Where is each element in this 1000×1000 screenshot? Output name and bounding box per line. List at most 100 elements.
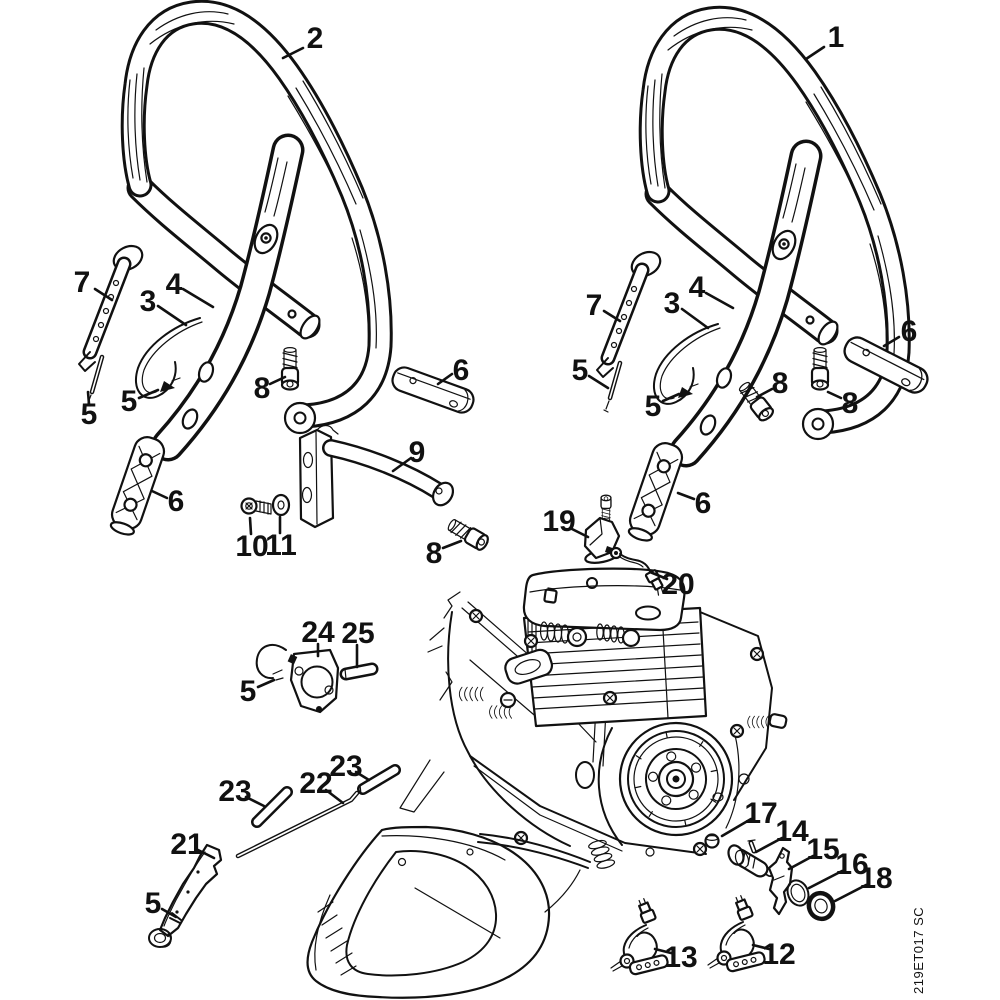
washer-11 (271, 493, 291, 517)
collar-18 (806, 890, 836, 922)
callout-leader-5-5 (137, 388, 160, 400)
callout-leader-5-32 (160, 907, 178, 919)
bushing-17 (704, 833, 720, 849)
callout-label-23-28: 23 (218, 775, 251, 808)
callout-leader-3-2 (156, 304, 188, 327)
callout-label-5-4: 5 (81, 398, 98, 431)
callout-leader-23-30 (354, 770, 371, 782)
engine-assembly (399, 567, 788, 857)
callout-label-2-0: 2 (307, 22, 324, 55)
callout-leader-8-20 (826, 390, 843, 400)
doc-code: 219ET017 SC (911, 907, 926, 994)
callout-label-18-37: 18 (859, 862, 892, 895)
callout-label-12-39: 12 (762, 938, 795, 971)
callout-leader-23-28 (244, 795, 266, 808)
handle-bracket-group (240, 424, 492, 553)
callout-leader-19-23 (568, 526, 590, 539)
callout-label-23-30: 23 (329, 750, 362, 783)
callout-leader-6-22 (676, 491, 696, 501)
callout-label-15-35: 15 (806, 833, 839, 866)
callout-leader-22-29 (324, 788, 345, 805)
callout-label-8-12: 8 (426, 537, 443, 570)
callout-leader-21-31 (196, 848, 216, 860)
callout-leader-8-6 (268, 375, 287, 386)
contact-parts-group (609, 833, 836, 977)
callout-leader-8-12 (441, 539, 463, 550)
callout-label-5-17: 5 (572, 354, 589, 387)
callout-label-16-36: 16 (835, 848, 868, 881)
callout-leader-5-27 (256, 678, 276, 689)
callout-leader-12-39 (751, 943, 771, 951)
callout-label-5-27: 5 (240, 675, 257, 708)
callout-leader-5-17 (587, 374, 610, 390)
tank-handle-housing (306, 825, 616, 999)
callout-leader-18-37 (833, 883, 868, 903)
callout-leader-5-4 (86, 390, 91, 406)
callout-label-11-11: 11 (265, 529, 297, 562)
callout-label-19-23: 19 (542, 505, 575, 538)
callout-leader-14-34 (754, 836, 784, 854)
callout-leader-6-9 (150, 489, 169, 500)
callout-label-9-8: 9 (409, 436, 426, 469)
callout-label-6-22: 6 (695, 487, 712, 520)
callout-label-5-18: 5 (645, 390, 662, 423)
callout-label-25-26: 25 (341, 617, 374, 650)
callout-leader-10-10 (248, 516, 253, 536)
gasket-group (255, 644, 379, 714)
callout-label-17-33: 17 (744, 797, 777, 830)
callout-label-8-19: 8 (772, 367, 789, 400)
callout-leader-1-13 (804, 45, 826, 61)
spark-plug-icon (543, 587, 558, 604)
callout-leader-7-1 (93, 287, 114, 302)
handlebar-assembly-1 (597, 18, 933, 544)
callout-label-7-14: 7 (586, 289, 603, 322)
callout-label-7-1: 7 (74, 266, 91, 299)
callout-leader-8-19 (755, 387, 774, 399)
callout-label-3-15: 3 (664, 287, 681, 320)
trigger-lever-21 (158, 843, 223, 938)
intake-boot (539, 621, 641, 648)
callout-leader-6-7 (436, 372, 454, 386)
clip-5-wire (255, 644, 287, 680)
callout-label-6-9: 6 (168, 485, 185, 518)
callout-leader-5-18 (661, 392, 681, 403)
callout-leader-2-0 (281, 46, 305, 60)
callout-leader-6-21 (882, 335, 901, 348)
throttle-rod-group (148, 764, 401, 948)
callout-leader-16-36 (807, 869, 844, 890)
callout-label-10-10: 10 (235, 530, 268, 563)
callout-leader-15-35 (787, 854, 815, 871)
callout-label-24-25: 24 (301, 616, 335, 649)
callout-label-1-13: 1 (828, 21, 845, 54)
callout-label-20-24: 20 (661, 568, 694, 601)
callout-label-8-6: 8 (254, 372, 271, 405)
callout-label-22-29: 22 (299, 767, 332, 800)
callout-label-13-38: 13 (664, 941, 697, 974)
screw-10 (240, 497, 272, 515)
switch-and-wire-group (583, 494, 664, 596)
callout-label-4-16: 4 (689, 271, 706, 304)
contact-spring-15 (767, 846, 794, 916)
flywheel (618, 721, 734, 837)
callout-label-5-32: 5 (145, 887, 162, 920)
callout-leader-3-15 (680, 307, 710, 330)
callout-label-6-21: 6 (901, 315, 918, 348)
wire-harness-13 (609, 896, 670, 977)
callout-leader-9-8 (391, 456, 413, 473)
callout-label-6-7: 6 (453, 354, 470, 387)
callout-leader-7-14 (602, 309, 622, 323)
callout-leader-20-24 (648, 570, 669, 581)
callout-leader-13-38 (653, 947, 673, 955)
callout-leader-4-3 (181, 287, 215, 309)
callout-leader-4-16 (704, 291, 735, 310)
o-ring-16 (786, 879, 810, 907)
callout-label-5-5: 5 (121, 385, 138, 418)
callout-label-21-31: 21 (170, 828, 203, 861)
callout-label-4-3: 4 (166, 268, 183, 301)
callout-label-3-2: 3 (140, 285, 157, 318)
callout-leader-17-33 (720, 817, 753, 838)
callout-label-8-20: 8 (842, 387, 859, 420)
